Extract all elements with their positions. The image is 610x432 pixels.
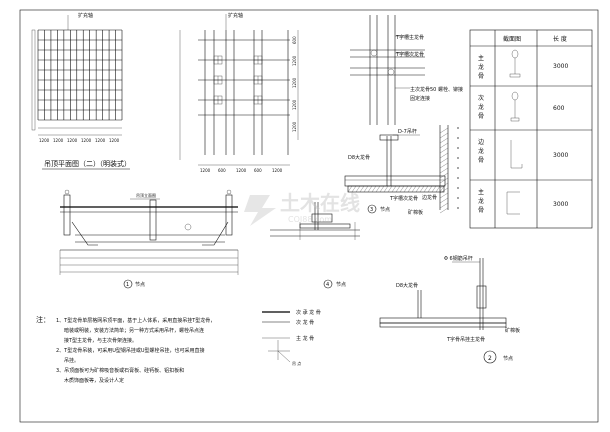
joint-label-main: T字槽主龙骨 (395, 34, 424, 41)
table-header-length: 长 度 (553, 35, 567, 43)
watermark-en: COI88.com (288, 215, 332, 224)
table-row-name: 骨 (478, 113, 484, 120)
table-row-name: 边 (478, 138, 484, 146)
table-row-name: 骨 (478, 157, 484, 164)
plan2-bottom-dim: 1200 (272, 168, 283, 173)
elevation-marker (123, 279, 133, 289)
table-row-name: 龙 (478, 103, 484, 111)
elevation-caption: 节点 (135, 282, 145, 288)
plan2-side-dim: 1200 (292, 121, 297, 132)
detail2-t-label: T字骨吊挂主龙骨 (446, 336, 485, 343)
notes-line-6: 木质饰面板等，及设计人定 (64, 377, 124, 384)
table-row-name: 骨 (478, 73, 484, 80)
notes: 注： 1、T型龙骨单层格网吊顶平面，基于上人体系，采用直接吊挂T型龙骨， 暗装或… (36, 315, 215, 384)
table-row-name: 龙 (478, 197, 484, 205)
detail2-board-label: 矿棉板 (505, 327, 520, 334)
detail2-marker-num: 2 (488, 355, 492, 362)
detail3-caption: 节点 (380, 207, 390, 213)
detail4-marker-num: 4 (326, 282, 329, 288)
plan-dim: 1200 (53, 138, 64, 143)
plan-dim: 1200 (67, 138, 78, 143)
detail3-board-label: 矿棉板 (408, 209, 423, 216)
table-header-section: 截面图 (503, 35, 521, 43)
detail-two: Φ 6钢筋吊杆 D8大龙骨 T字骨吊挂主龙骨 矿棉板 2 节点 (379, 255, 520, 364)
detail3-edge-label: 边龙骨 (422, 194, 437, 201)
joint-label-sub: T字槽次龙骨 (395, 51, 424, 58)
plan-dim: 1200 (39, 138, 50, 143)
plan2-bottom-dim: 1200 (236, 168, 247, 173)
plan-caption-type: （明装式） (96, 159, 131, 168)
elevation-marker-num: 1 (126, 282, 129, 288)
line-legend: 次 承 龙 骨 次 龙 骨 主 龙 骨 吊 点 (262, 309, 321, 366)
notes-title: 注： (36, 315, 50, 324)
plan2-side-dim: 1200 (292, 99, 297, 110)
detail3-main-label: D8大龙骨 (348, 154, 370, 161)
detail2-main-label: D8大龙骨 (396, 282, 418, 289)
table-row-name: 次 (478, 94, 484, 102)
detail3-sub-label: T字槽次龙骨 (389, 195, 418, 202)
table-row-name: 主 (478, 54, 484, 62)
joint-label-fix2: 固定连接 (410, 95, 430, 102)
detail3-marker (367, 204, 377, 214)
sheet-frame (19, 9, 599, 423)
plan2-side-dim: 600 (292, 36, 297, 44)
watermark-cn: 土木在线 (280, 191, 360, 215)
joint-detail: T字槽主龙骨 T字槽次龙骨 主次龙骨50 螺栓、铆接 固定连接 (350, 15, 463, 125)
notes-line-0: 1、T型龙骨单层格网吊顶平面，基于上人体系，采用直接吊挂T型龙骨， (56, 317, 215, 324)
elevation-top-label: 吊顶立面图 (136, 192, 156, 198)
plan2-bottom-dim: 600 (254, 168, 262, 173)
plan-dim: 1200 (81, 138, 92, 143)
plan-top-label: 扩充轴 (78, 12, 93, 19)
joint-label-fix: 主次龙骨50 螺栓、铆接 (410, 86, 463, 93)
detail2-marker (483, 350, 497, 364)
table-row-name: 骨 (478, 207, 484, 214)
table-row-name: 主 (478, 188, 484, 196)
plan-caption: 吊顶平面图（二） (44, 160, 100, 168)
notes-line-5: 3、吊顶面板可为矿棉吸音板或石膏板、硅钙板、铝扣板和 (56, 367, 184, 374)
table-row-length: 3000 (553, 152, 568, 159)
watermark: 土木在线 COI88.com (244, 191, 360, 226)
ceiling-plan-two: 扩充轴 600 1200 1200 1200 1200 1200 600 1200 600 120… (179, 12, 299, 173)
detail4-caption: 节点 (336, 282, 346, 288)
notes-line-1: 暗装或明装，安装方法简单；另一种方式采用吊杆，螺栓吊点连 (64, 327, 204, 334)
legend-item-3: 吊 点 (292, 360, 301, 366)
elevation-detail: 吊顶立面图 1 节点 (59, 189, 239, 289)
detail-four: 4 节点 (270, 202, 360, 289)
table-row-name: 龙 (478, 63, 484, 71)
plan2-bottom-dim: 600 (218, 168, 226, 173)
plan-dim: 1200 (95, 138, 106, 143)
notes-line-3: 2、T型龙骨吊装，可采用U型钢吊挂或U型螺栓吊挂，也可采用直接 (56, 347, 205, 354)
legend-item-0: 次 承 龙 骨 (296, 309, 321, 316)
detail3-marker-num: 3 (370, 207, 373, 213)
plan2-side-dim: 1200 (292, 77, 297, 88)
table-row-name: 龙 (478, 147, 484, 155)
legend-item-2: 主 龙 骨 (296, 335, 314, 342)
detail3-rod-label: D-7吊杆 (398, 128, 417, 135)
detail4-marker (323, 279, 333, 289)
detail2-rod-label: Φ 6钢筋吊杆 (444, 255, 473, 262)
plan2-bottom-dim: 1200 (200, 168, 211, 173)
notes-line-2: 接T型主龙骨，与主次骨架连接。 (64, 337, 137, 344)
table-row-length: 3000 (553, 201, 568, 208)
table-row-length: 3000 (553, 63, 568, 70)
notes-line-4: 吊挂。 (64, 357, 79, 364)
plan2-top-label: 扩充轴 (228, 12, 243, 19)
detail2-caption: 节点 (503, 356, 513, 362)
legend-item-1: 次 龙 骨 (296, 319, 314, 326)
table-row-length: 600 (553, 105, 565, 112)
plan2-side-dim: 1200 (292, 55, 297, 66)
detail-three: D-7吊杆 D8大龙骨 T字槽次龙骨 矿棉板 边龙骨 3 节点 (344, 125, 459, 216)
plan-dim: 1200 (109, 138, 120, 143)
